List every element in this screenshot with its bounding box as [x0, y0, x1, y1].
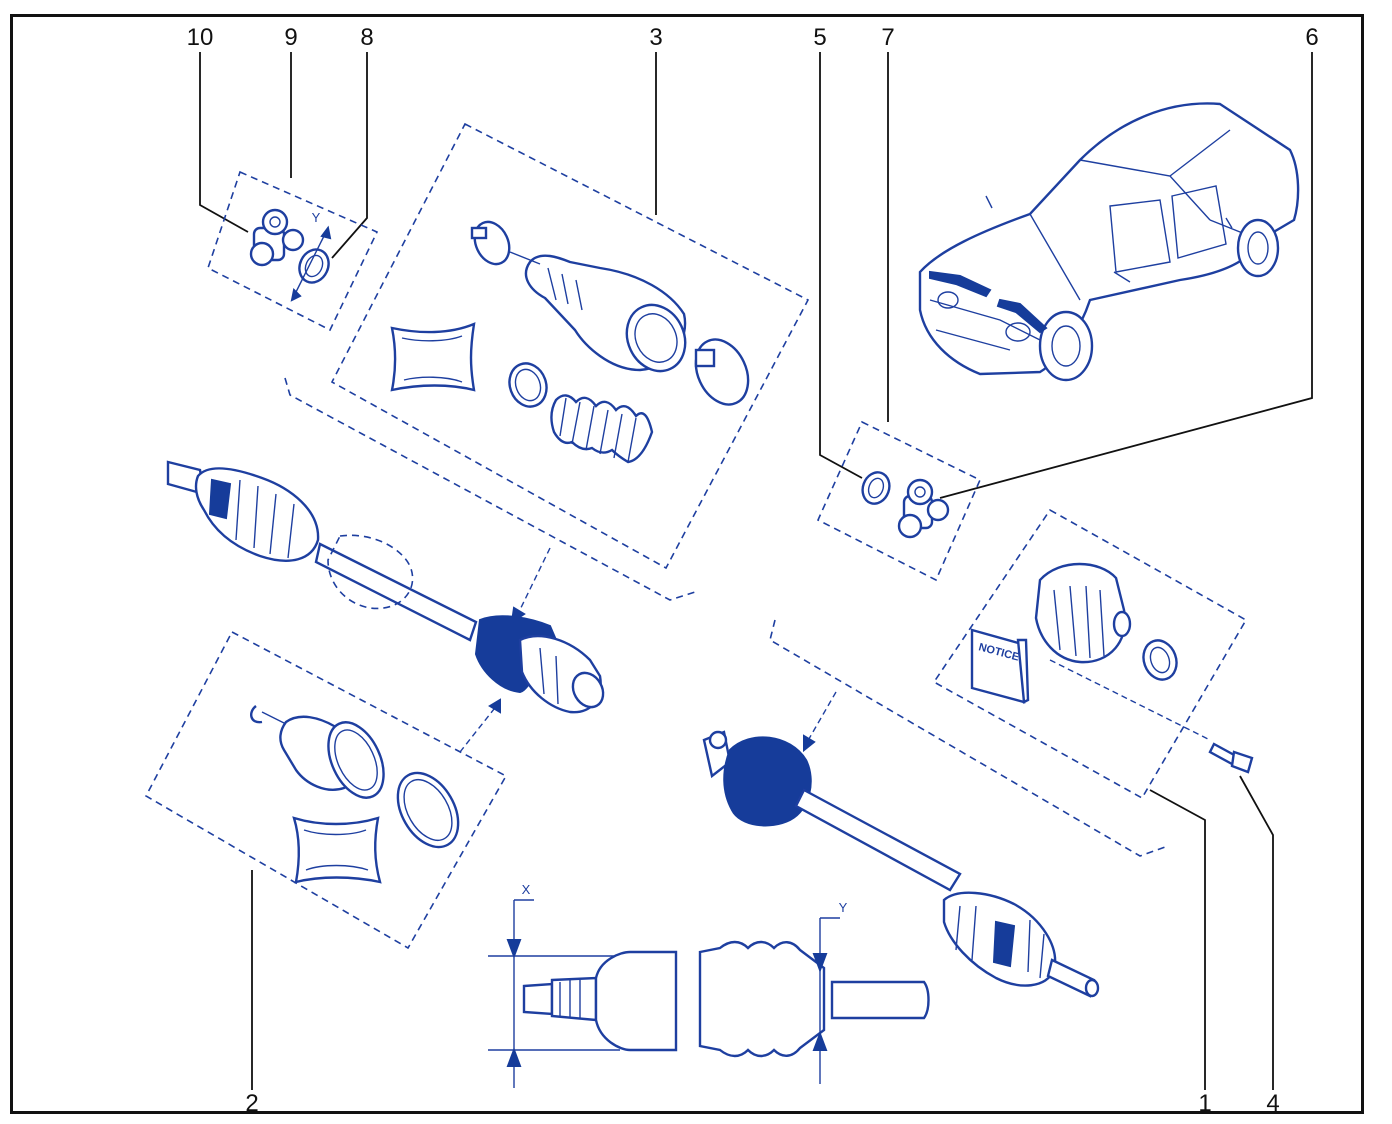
callout-3[interactable]: 3 — [649, 24, 662, 51]
pointer-arrow-kit1 — [803, 734, 816, 753]
car-front-wheel — [1038, 310, 1094, 382]
callout-4[interactable]: 4 — [1266, 1090, 1279, 1117]
callout-8[interactable]: 8 — [360, 24, 373, 51]
callout-2[interactable]: 2 — [245, 1090, 258, 1117]
kit-2-boundary — [144, 630, 508, 950]
kit-1-boot: NOTICE — [932, 508, 1248, 800]
leader-6 — [939, 52, 1313, 499]
damper-left[interactable] — [327, 534, 414, 610]
snap-ring-8[interactable] — [294, 245, 334, 288]
pointer-kit2-to-shaft — [459, 703, 499, 753]
ring-3[interactable] — [504, 358, 553, 412]
kit-7-boundary — [816, 420, 982, 582]
callout-9[interactable]: 9 — [284, 24, 297, 51]
left-driveshaft — [166, 377, 696, 753]
shaft-section — [830, 980, 930, 1020]
leader-lines — [199, 52, 1313, 1090]
x-arrow-bottom — [506, 1047, 522, 1067]
tripod-joint-6[interactable] — [897, 478, 950, 539]
dimension-detail: X Y — [488, 882, 930, 1088]
leader-8 — [331, 52, 368, 259]
cv-joint-section[interactable] — [522, 950, 678, 1052]
right-shaft-bar — [794, 788, 962, 892]
marker-x: X — [522, 882, 531, 897]
clamp-small[interactable] — [468, 216, 516, 269]
clamp-large[interactable] — [686, 331, 758, 413]
x-arrow-top — [506, 939, 522, 959]
left-shaft-boundary — [284, 377, 696, 601]
boot-1[interactable] — [1034, 562, 1132, 664]
spring-3[interactable] — [550, 394, 654, 464]
diagram-frame — [10, 14, 1364, 1114]
leader-5 — [819, 52, 863, 479]
outer-joint-left[interactable] — [166, 460, 320, 562]
left-shaft-bar — [314, 542, 478, 642]
right-shaft-boundary — [769, 619, 1169, 857]
y-arrow-top — [812, 953, 828, 973]
boot-section[interactable] — [698, 940, 826, 1058]
tripod-joint-10[interactable] — [249, 208, 305, 267]
marker-y-small: Y — [312, 210, 321, 225]
inner-joint-right[interactable] — [702, 730, 812, 827]
callout-6[interactable]: 6 — [1305, 24, 1318, 51]
pointer-arrow-kit2 — [488, 698, 501, 714]
kit-3-boot — [330, 122, 810, 570]
y-arrow-bottom — [812, 1031, 828, 1051]
kit-7-tripod — [816, 420, 982, 582]
leader-10 — [199, 52, 249, 233]
arrow-y-small-2 — [290, 287, 302, 302]
outer-joint-right[interactable] — [942, 891, 1100, 998]
grease-sachet-2[interactable] — [292, 816, 382, 884]
kit-2-boot — [144, 630, 508, 950]
dimension-line-y-small — [291, 227, 329, 301]
arrow-y-small — [320, 225, 332, 240]
leader-4 — [1239, 775, 1274, 1090]
kit-9-tripod: Y — [207, 170, 379, 332]
leader-1 — [1149, 789, 1206, 1090]
callout-1[interactable]: 1 — [1198, 1090, 1211, 1117]
inner-joint-left[interactable] — [474, 615, 609, 714]
callout-5[interactable]: 5 — [813, 24, 826, 51]
boot-3[interactable] — [524, 254, 696, 381]
kit-1-boundary — [932, 508, 1248, 800]
snap-ring-5[interactable] — [858, 469, 893, 508]
kit-3-boundary — [330, 122, 810, 570]
notice-booklet[interactable]: NOTICE — [970, 628, 1030, 704]
circlip-2[interactable] — [250, 705, 263, 724]
grease-sachet-3[interactable] — [390, 322, 476, 392]
pointer-arrow-kit3 — [510, 606, 526, 625]
callout-7[interactable]: 7 — [881, 24, 894, 51]
callout-10[interactable]: 10 — [187, 24, 214, 51]
axis-line-kit3 — [509, 251, 541, 265]
car-rear-wheel — [1236, 218, 1280, 278]
bearing-ring-1[interactable] — [1138, 636, 1182, 685]
bolt-4[interactable] — [1208, 742, 1254, 774]
boot-2[interactable] — [279, 714, 394, 807]
marker-y-detail: Y — [839, 900, 848, 915]
car-illustration — [918, 102, 1300, 382]
pointer-kit1-to-shaft — [805, 691, 837, 745]
right-driveshaft — [702, 619, 1169, 998]
axis-line-kit1 — [1049, 659, 1211, 741]
clamp-2[interactable] — [385, 762, 470, 857]
kit-9-boundary — [207, 170, 379, 332]
pointer-kit3-to-shaft — [515, 547, 551, 619]
